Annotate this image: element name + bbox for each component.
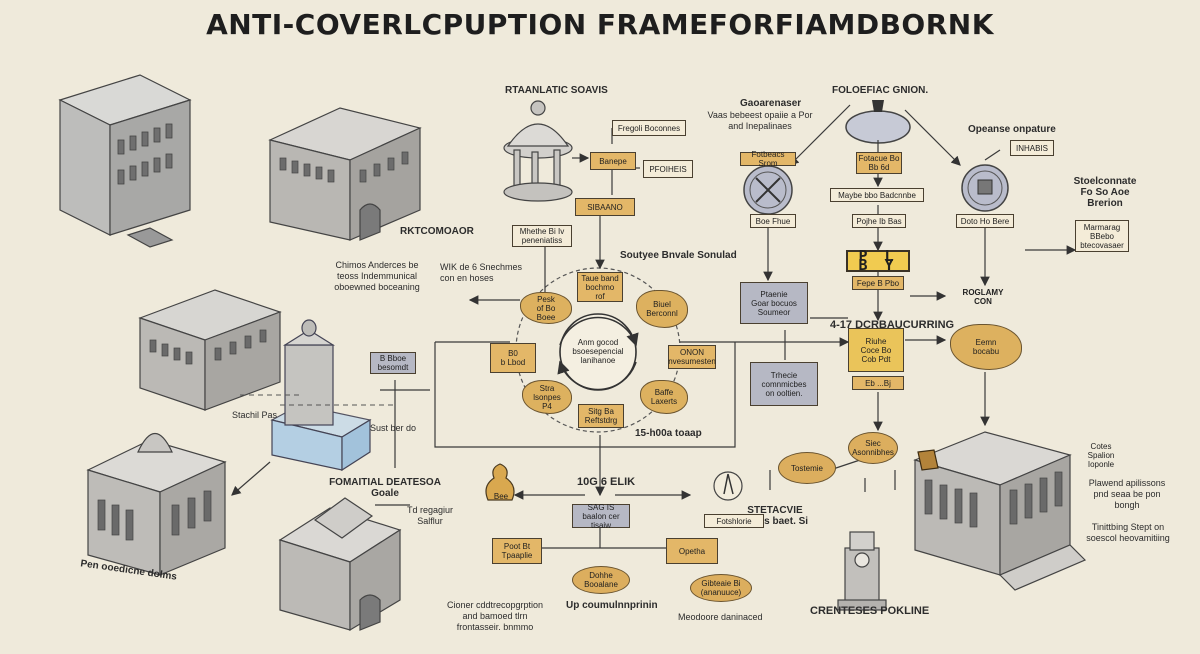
label-cioner: Cioner cddtrecopgrption and bamoed tlrn … <box>446 600 544 632</box>
box-rognany: ROGLAMY CON <box>962 288 1004 306</box>
box-tostemie: Tostemie <box>778 452 836 484</box>
box-taue: Taue band bochmo rof <box>577 272 623 302</box>
label-opeanse: Opeanse onpature <box>968 124 1056 135</box>
label-rtaanlatic: RTAANLATIC SOAVIS <box>505 85 608 96</box>
box-pfoheis: PFOIHEIS <box>643 160 693 178</box>
box-onon: ONON nvesumesten <box>668 345 716 369</box>
compass-icon <box>713 471 743 501</box>
box-sibaano: SIBAANO <box>575 198 635 216</box>
label-tinithing: Tinittbing Stept on soescol heovamitiing <box>1086 522 1170 543</box>
box-fepe: Fepe B Pbo <box>852 276 904 290</box>
label-soutyee: Soutyee Bnvale Sonulad <box>620 250 737 261</box>
box-poot: Poot Bt Tpaaplie <box>492 538 542 564</box>
box-sitg: Sitg Ba Reftstdrg <box>578 404 624 428</box>
label-stachil: Stachil Pas <box>232 410 278 420</box>
label-rktcomor: RKTCOMOAOR <box>400 226 474 237</box>
box-banepa: Banepe <box>590 152 636 170</box>
box-baffe: Baffe Laxerts <box>640 380 688 414</box>
box-pojha: Pojhe Ib Bas <box>852 214 906 228</box>
box-sag: SAG IS baalon cer tisaiw <box>572 503 630 530</box>
label-ten: 10G 6 ELIK <box>577 476 636 488</box>
label-forenbac: FOLOEFIAC GNION. <box>832 85 929 96</box>
box-bo: B0 b Lbod <box>490 343 536 373</box>
label-whk: WIK de 6 Snechmes con en hoses <box>440 262 523 283</box>
diagram-title: ANTI-COVERLCPUPTION FRAMEFORFIAMDBORNK <box>206 8 994 41</box>
vase-icon <box>485 463 515 501</box>
box-pesk: Pesk of Bo Boee <box>520 292 572 324</box>
label-playwead: Plawend apilissons pnd seaa be pon bongh <box>1088 478 1166 510</box>
label-vaas: Vaas bebeest opaiie a Por and Inepalinae… <box>707 110 813 131</box>
connectors <box>231 104 1077 553</box>
label-fifteen: 15-h00a toaap <box>635 428 702 439</box>
dashed-guides <box>240 394 395 406</box>
label-chimos: Chimos Anderces be teoss Indemmunical ob… <box>334 260 420 292</box>
seal-top <box>845 100 911 144</box>
box-mame: Marmarag BBebo btecovasaer <box>1075 220 1129 252</box>
label-up: Up coumulnnprinin <box>566 600 658 611</box>
box-dohhe: Dohhe Booalane <box>572 566 630 594</box>
label-forty: 4-17 DCRBAUCURRING <box>830 319 955 331</box>
box-centre: Anm gocod bsoesepencial lanihanoe <box>572 337 624 365</box>
building-bottom-right <box>913 431 1087 591</box>
building-top-center-left <box>268 107 422 241</box>
building-mid-left <box>138 289 282 411</box>
gazebo <box>503 100 573 202</box>
box-bboe: B Bboe besomdt <box>370 352 416 374</box>
box-fotace: Fotacue Bo Bb 6d <box>856 152 902 174</box>
glass-tower <box>270 319 372 472</box>
box-eomn: Eemn bocabu <box>950 324 1022 370</box>
box-mhethe: Mhethe Bi Iv peneniatiss <box>512 225 572 247</box>
box-opetha: Opetha <box>666 538 718 564</box>
shield-icon <box>917 449 939 471</box>
building-top-left <box>58 74 192 248</box>
label-cerentses: CRENTESES POKLINE <box>810 605 930 617</box>
label-gaoarenaser: Gaoarenaser <box>740 98 802 109</box>
box-ex: Eb ...Bj <box>852 376 904 390</box>
box-fotshlore: Fotshlorie <box>704 514 764 528</box>
box-fotbeacs: Fotbeacs Srom <box>740 150 796 168</box>
box-maybe: Maybe bbo Badcnnbe <box>830 188 924 202</box>
box-trhec: Trhecie comnmicbes on ooltien. <box>750 362 818 406</box>
building-bottom-left <box>86 433 227 576</box>
seal-right <box>961 164 1009 212</box>
box-biuel: Biuel Berconnl <box>636 290 688 328</box>
label-td: Td regagiur Salflur <box>406 505 454 526</box>
box-ptaenie: Ptaenie Goar bocuos Soumeor <box>740 282 808 324</box>
label-stoelconnate: Stoelconnate Fo So Aoe Brerion <box>1073 176 1137 209</box>
box-gibteaie: Gibteaie Bi (ananuuce) <box>690 574 752 602</box>
label-meodoore: Meodoore daninaced <box>678 612 763 622</box>
box-fregol: Fregoli Boconnes <box>612 120 686 136</box>
box-bee: Bee <box>493 491 509 501</box>
box-site: Siec Asonnibhes <box>848 432 898 464</box>
box-stra: Stra lsonpes P4 <box>522 380 572 414</box>
clock-tower <box>837 531 887 611</box>
box-boe: Boe Fhue <box>750 214 796 228</box>
box-plby: P L B Y <box>846 249 910 273</box>
box-ctes: Cotes Spalion Ioponle <box>1087 441 1115 469</box>
box-inhabit: INHABIS <box>1010 140 1054 156</box>
label-sust: Sust ber do <box>370 423 417 433</box>
seal-left <box>743 165 793 215</box>
box-dotho: Doto Ho Bere <box>956 214 1014 228</box>
label-fomaltial: FOMAITIAL DEATESOA Goale <box>329 477 441 499</box>
building-bottom-center-left <box>278 497 402 632</box>
box-riuhe: Riuhe Coce Bo Cob Pdt <box>848 328 904 372</box>
